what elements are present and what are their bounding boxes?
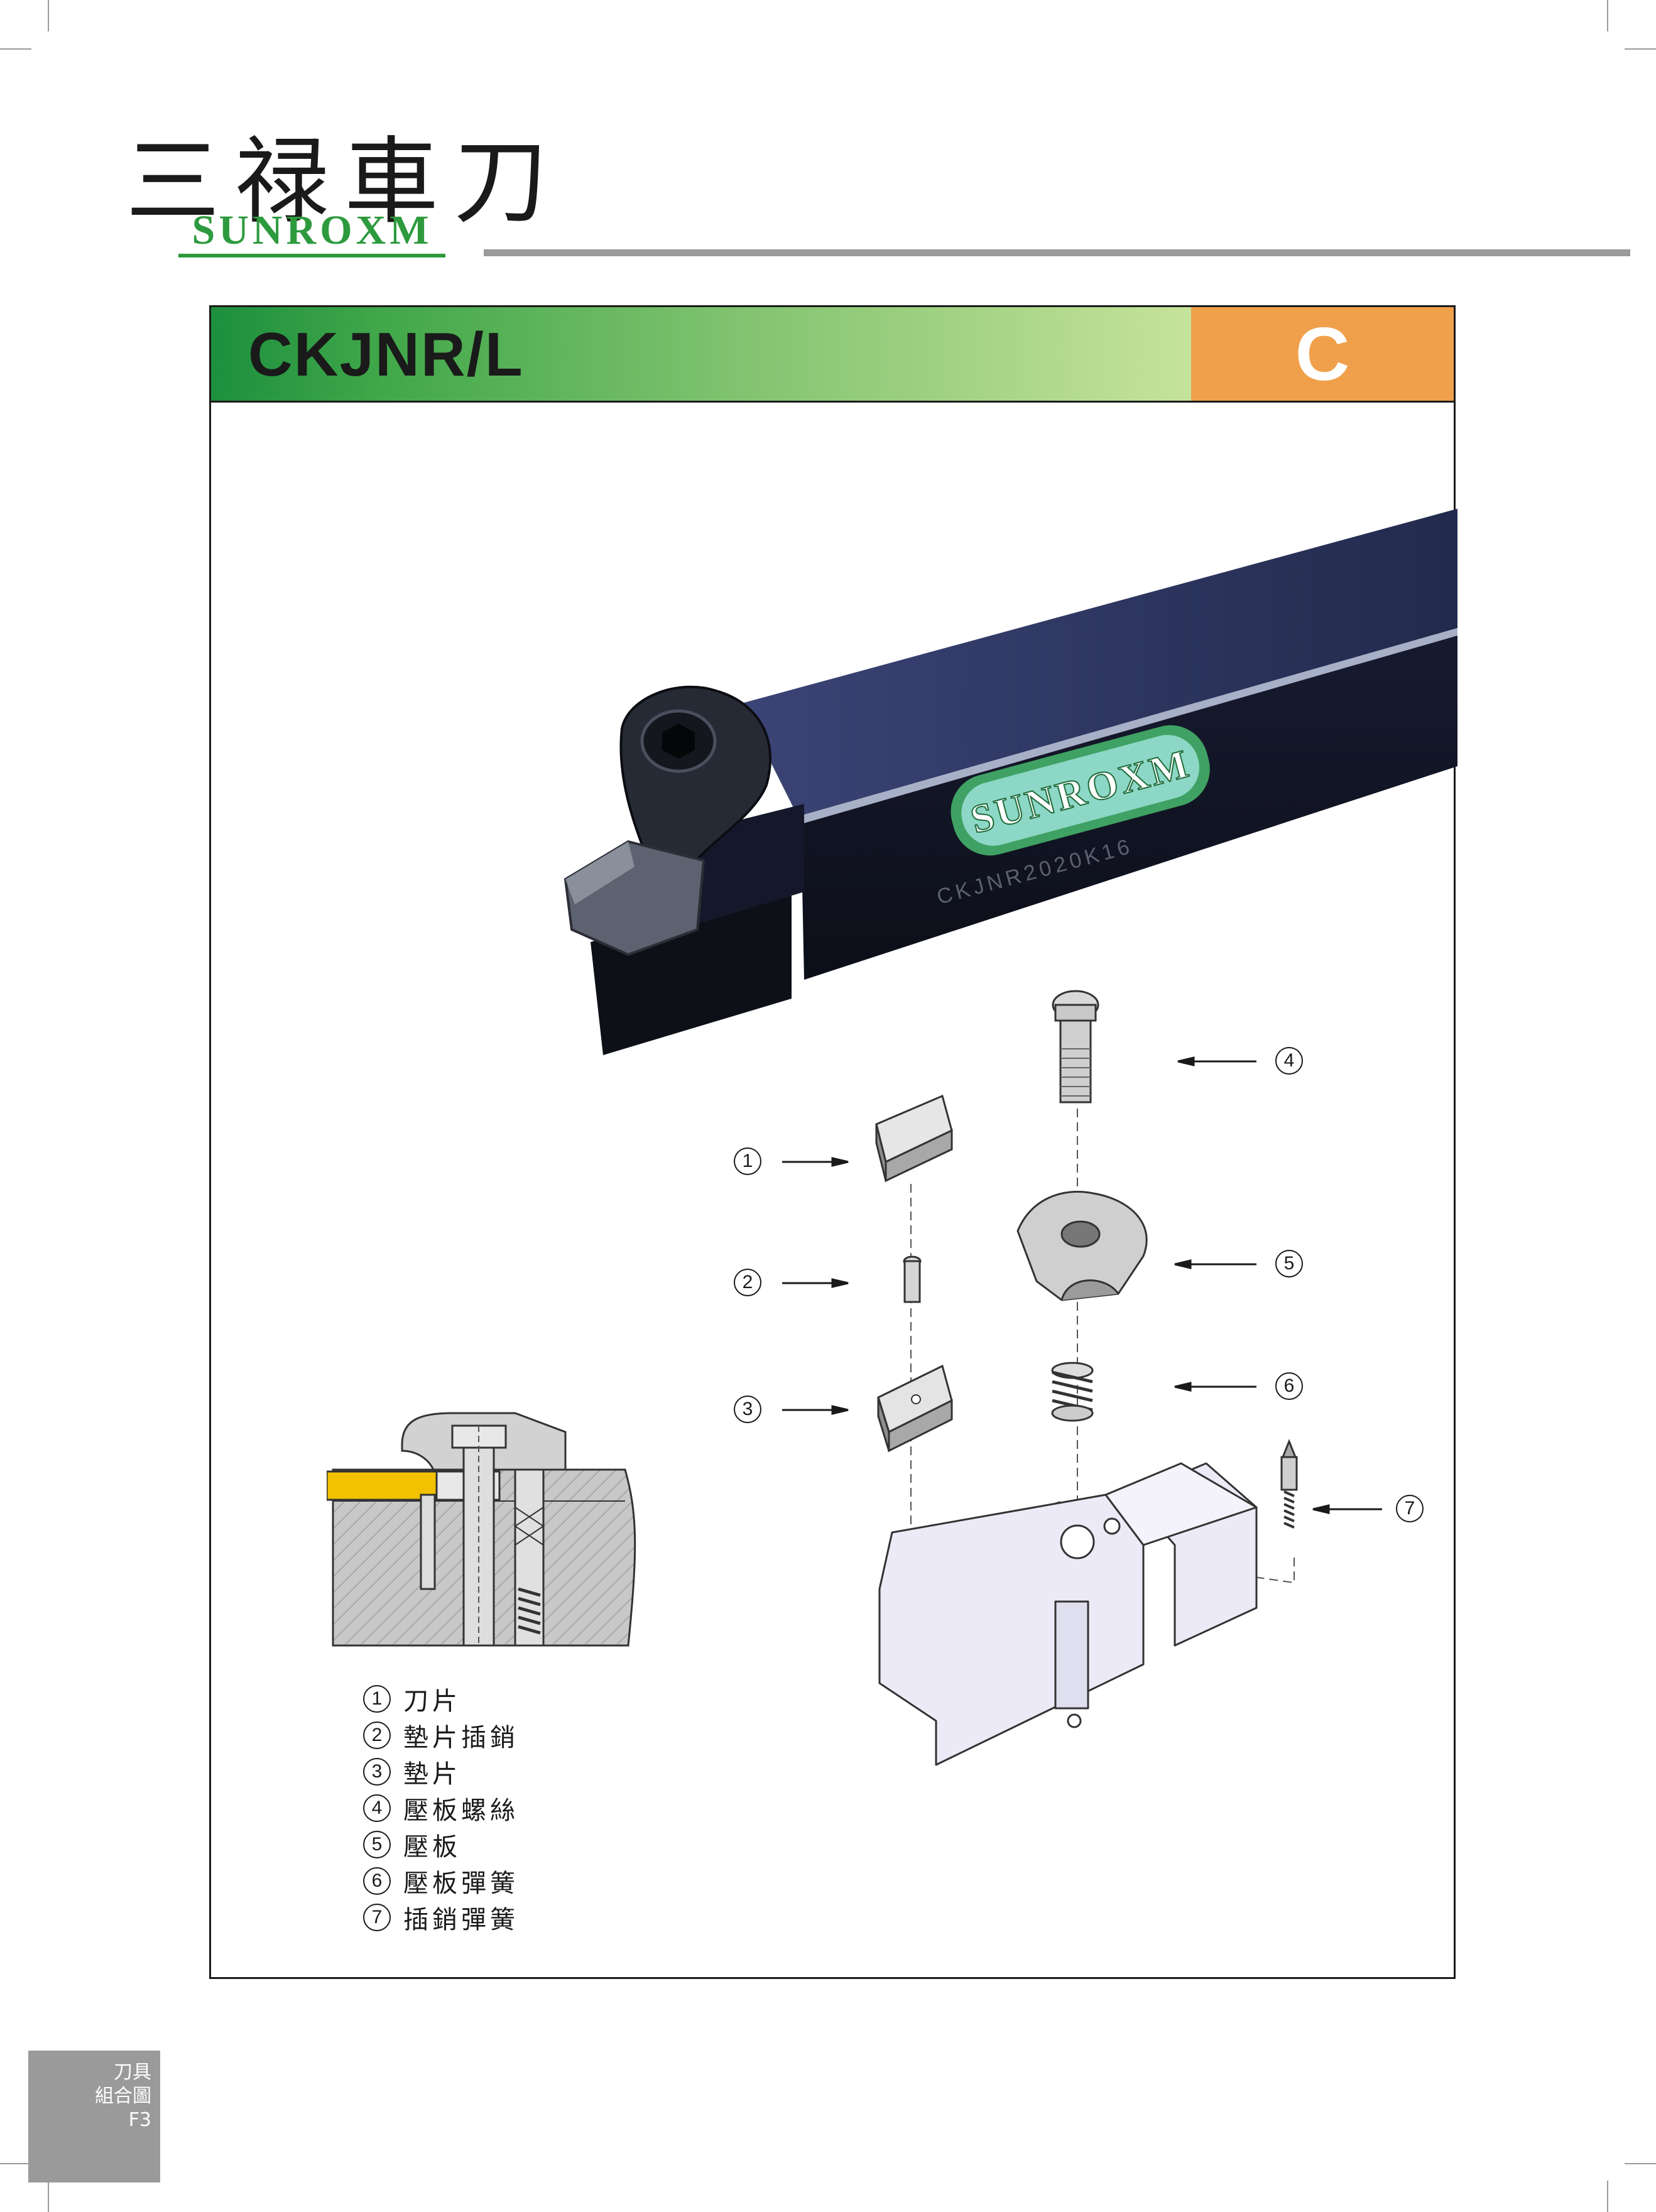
legend-label: 壓板螺絲 xyxy=(403,1796,519,1825)
section-badge xyxy=(1191,307,1454,401)
legend-item: 4 壓板螺絲 xyxy=(363,1790,677,1826)
page-tab-text: 刀具 組合圖 F3 xyxy=(95,2061,151,2132)
header-rule xyxy=(484,249,1630,256)
cross-section-drawing xyxy=(327,1412,636,1647)
title-rule xyxy=(211,401,1454,403)
crop-mark xyxy=(48,2181,49,2212)
head-block xyxy=(591,879,792,1055)
tool-holder-illustration: SUNROXM CKJNR2020K16 xyxy=(564,509,1457,1055)
clamp-spring-part xyxy=(1051,1362,1094,1422)
legend-label: 墊片插銷 xyxy=(403,1723,519,1752)
callout-2: 2 xyxy=(734,1269,761,1296)
section-letter: C xyxy=(1295,312,1350,396)
legend-label: 壓板彈簧 xyxy=(403,1869,519,1898)
page-number: F3 xyxy=(128,2109,151,2131)
legend-number: 6 xyxy=(363,1867,391,1895)
crop-mark xyxy=(0,48,31,50)
hex-socket-icon xyxy=(662,724,695,759)
legend-item: 6 壓板彈簧 xyxy=(363,1863,677,1899)
shim-pin-part xyxy=(903,1255,922,1303)
crop-mark xyxy=(1625,48,1656,50)
clamp-screw-part xyxy=(1052,990,1099,1103)
callout-arrows xyxy=(782,1056,1382,1514)
page-tab: 刀具 組合圖 F3 xyxy=(28,2051,160,2182)
legend-label: 墊片 xyxy=(403,1760,461,1789)
legend-number: 7 xyxy=(363,1904,391,1931)
callout-6: 6 xyxy=(1275,1372,1303,1400)
callout-4: 4 xyxy=(1275,1047,1303,1075)
legend-label: 刀片 xyxy=(403,1687,461,1716)
legend-number: 4 xyxy=(363,1794,391,1822)
callout-3: 3 xyxy=(734,1396,761,1423)
legend-item: 5 壓板 xyxy=(363,1826,677,1863)
legend-item: 1 刀片 xyxy=(363,1681,677,1717)
crop-mark xyxy=(1607,2181,1608,2212)
legend-number: 3 xyxy=(363,1758,391,1786)
exploded-parts-drawing xyxy=(875,990,1298,1766)
brand-underline xyxy=(178,254,445,258)
brand-name-chinese: 三禄車刀 xyxy=(126,127,564,237)
parts-legend: 1 刀片 2 墊片插銷 3 墊片 4 壓板螺絲 5 壓板 6 壓板彈簧 7 插銷… xyxy=(363,1681,677,1936)
legend-number: 5 xyxy=(363,1831,391,1858)
brand-name-english: SUNROXM xyxy=(192,207,433,253)
crop-mark xyxy=(0,2163,31,2164)
legend-item: 7 插銷彈簧 xyxy=(363,1899,677,1936)
shank-top-face xyxy=(741,509,1457,816)
pocket-block xyxy=(878,1462,1258,1766)
page-tab-line: 組合圖 xyxy=(95,2085,151,2107)
insert-part xyxy=(875,1094,953,1183)
legend-label: 壓板 xyxy=(403,1833,461,1862)
callout-5: 5 xyxy=(1275,1250,1303,1277)
callout-1: 1 xyxy=(734,1147,761,1175)
pin-spring-part xyxy=(1280,1438,1298,1529)
legend-number: 2 xyxy=(363,1721,391,1749)
page-tab-line: 刀具 xyxy=(114,2061,151,2083)
legend-item: 2 墊片插銷 xyxy=(363,1717,677,1754)
section-insert xyxy=(327,1470,438,1501)
model-title: CKJNR/L xyxy=(248,320,524,389)
legend-label: 插銷彈簧 xyxy=(403,1906,519,1934)
title-bar xyxy=(211,307,1191,401)
crop-mark xyxy=(48,0,49,31)
shim-part xyxy=(877,1364,953,1453)
crop-mark xyxy=(1625,2163,1656,2164)
crop-mark xyxy=(1607,0,1608,31)
clamp-part xyxy=(1016,1191,1148,1301)
legend-item: 3 墊片 xyxy=(363,1754,677,1790)
callout-7: 7 xyxy=(1396,1495,1424,1522)
content-frame xyxy=(209,305,1456,1979)
shank-edge xyxy=(798,628,1457,824)
legend-number: 1 xyxy=(363,1685,391,1713)
insert-edge xyxy=(565,842,635,904)
